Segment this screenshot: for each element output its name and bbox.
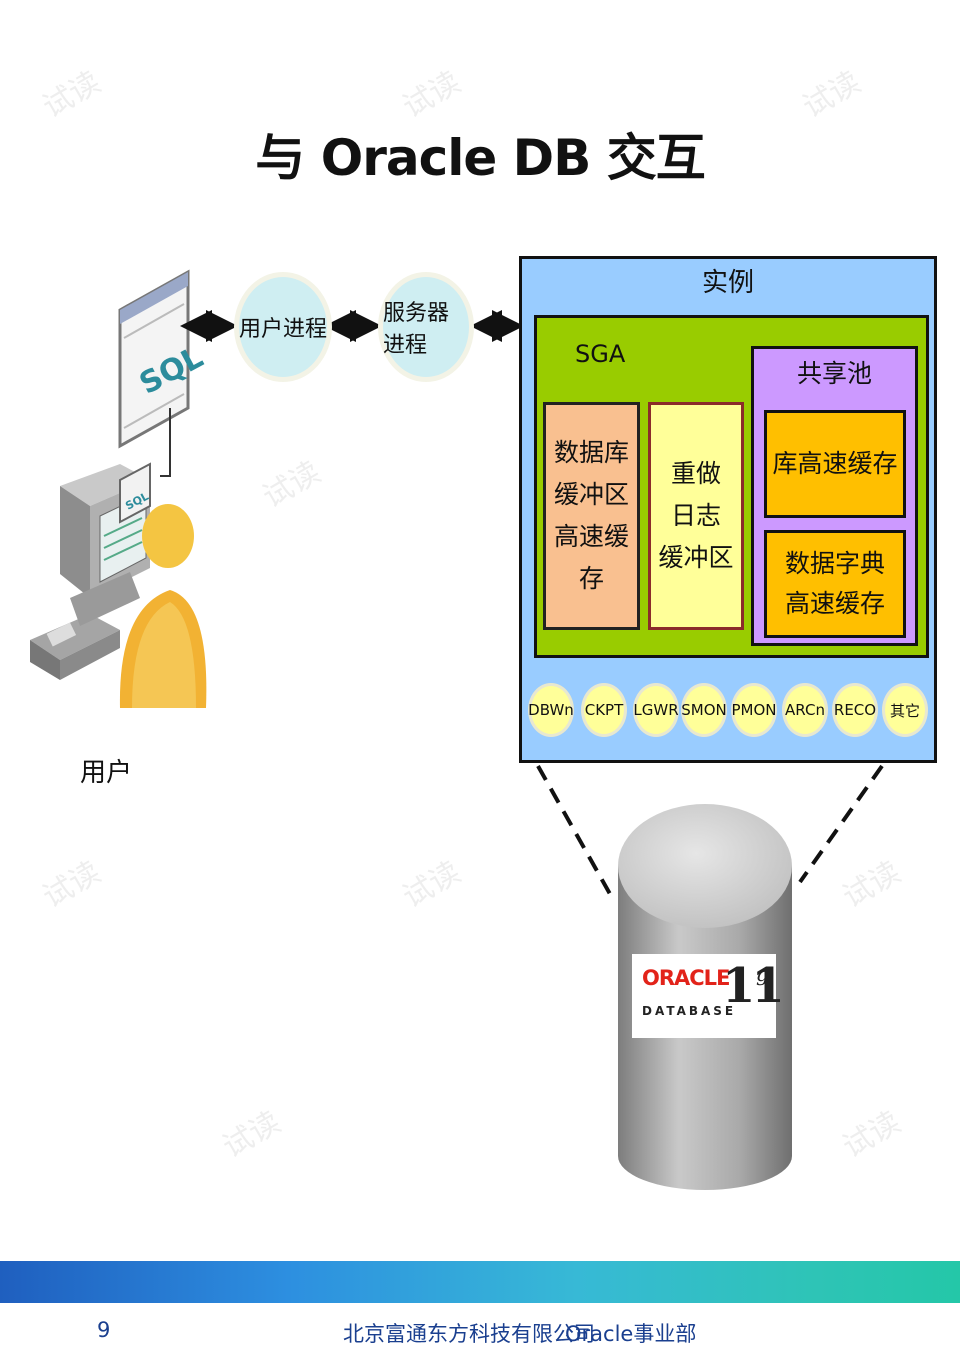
footer-department: Oracle事业部 <box>565 1322 697 1346</box>
page-number: 9 <box>97 1318 111 1342</box>
user-computer-illustration: SQL SQL <box>30 269 209 708</box>
redo-buffer-line: 缓冲区 <box>658 543 734 572</box>
watermark: 试读 <box>37 854 107 916</box>
user-label: 用户 <box>80 758 133 788</box>
watermark: 试读 <box>257 454 327 516</box>
dictionary-cache-line: 数据字典 <box>784 549 885 578</box>
background-process-dbwn: DBWn <box>528 683 574 737</box>
watermark: 试读 <box>397 64 467 126</box>
background-process-reco: RECO <box>832 683 878 737</box>
watermark: 试读 <box>37 64 107 126</box>
connection-arrows <box>180 310 524 342</box>
database-buffer-cache: 数据库 缓冲区 高速缓存 <box>543 402 640 630</box>
buffer-cache-line: 高速缓存 <box>553 522 629 593</box>
redo-log-buffer: 重做 日志 缓冲区 <box>648 402 744 630</box>
background-process-smon: SMON <box>681 683 727 737</box>
version-suffix: g <box>756 962 769 986</box>
server-process-node: 服务器进程 <box>378 272 474 382</box>
buffer-cache-line: 缓冲区 <box>553 480 629 509</box>
background-process-pmon: PMON <box>731 683 777 737</box>
user-person-icon <box>119 504 207 708</box>
dictionary-cache-line: 高速缓存 <box>784 589 885 618</box>
footer-company: 北京富通东方科技有限公司 <box>343 1322 595 1346</box>
server-process-label: 服务器进程 <box>383 301 450 358</box>
redo-buffer-line: 重做 <box>670 459 721 488</box>
page-title: 与 Oracle DB 交互 <box>255 129 705 187</box>
user-process-node: 用户进程 <box>234 272 332 382</box>
user-process-label: 用户进程 <box>239 317 328 342</box>
redo-buffer-line: 日志 <box>670 501 721 530</box>
footer-bar <box>0 1261 960 1303</box>
background-process-lgwr: LGWR <box>633 683 679 737</box>
library-cache-label: 库高速缓存 <box>772 449 898 478</box>
buffer-cache-line: 数据库 <box>553 438 629 467</box>
background-process-ckpt: CKPT <box>581 683 627 737</box>
sql-screen-icon: SQL <box>118 269 209 449</box>
instance-label: 实例 <box>701 268 754 298</box>
watermark: 试读 <box>217 1104 287 1166</box>
library-cache: 库高速缓存 <box>764 410 906 518</box>
watermark: 试读 <box>397 854 467 916</box>
background-process-other: 其它 <box>882 683 928 737</box>
shared-pool-label: 共享池 <box>796 359 872 388</box>
sga-label: SGA <box>575 340 626 368</box>
watermark: 试读 <box>797 64 867 126</box>
oracle-database-logo: ORACLE DATABASE 11 g <box>632 954 785 1038</box>
version-number: 11 <box>722 958 785 1014</box>
instance-database-link <box>536 764 884 895</box>
background-process-arcn: ARCn <box>782 683 828 737</box>
watermark: 试读 <box>837 1104 907 1166</box>
database-text: DATABASE <box>642 1004 737 1018</box>
oracle-brand-text: ORACLE <box>642 966 730 990</box>
data-dictionary-cache: 数据字典 高速缓存 <box>764 530 906 638</box>
computer-icon: SQL <box>30 462 151 680</box>
